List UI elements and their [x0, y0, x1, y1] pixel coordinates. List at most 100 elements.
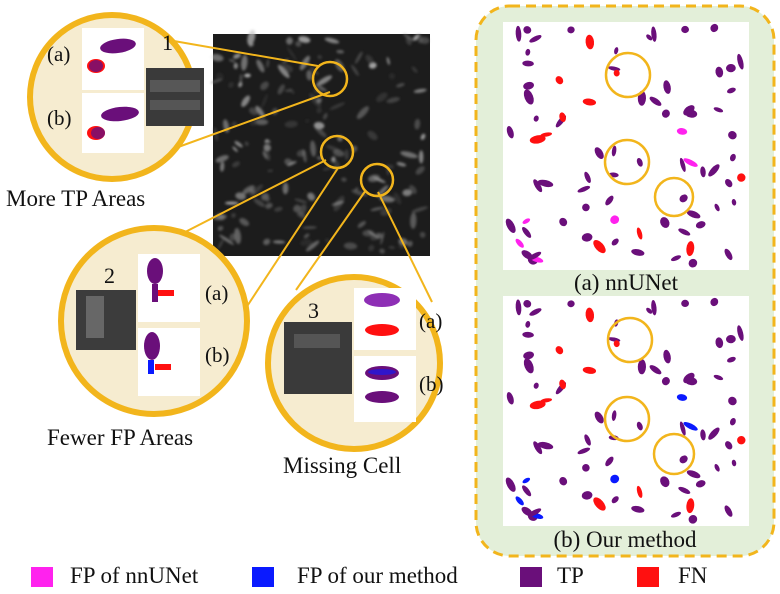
tissue-speck — [317, 55, 323, 60]
tp-cell — [726, 334, 736, 344]
tp-cell — [631, 248, 645, 256]
tp-cell — [567, 300, 575, 308]
ours-highlight-3 — [652, 432, 696, 476]
tissue-speck — [367, 174, 380, 182]
zoom2-label-a: (a) — [205, 281, 229, 305]
tissue-speck — [379, 248, 385, 254]
tp-cell — [708, 164, 720, 177]
tp-cell — [663, 349, 671, 364]
tissue-speck — [296, 149, 306, 157]
tp-cell — [714, 464, 720, 472]
fn-cell — [593, 240, 606, 254]
tp-cell — [678, 486, 691, 494]
fp-cell — [676, 128, 688, 135]
tp-cell — [679, 421, 686, 436]
tp-cell — [715, 66, 724, 78]
tp-cell — [713, 107, 724, 113]
legend-label-tp: TP — [557, 563, 584, 588]
tissue-speck — [316, 107, 322, 114]
tp-cell — [695, 221, 706, 229]
tissue-speck — [354, 51, 363, 64]
tissue-speck — [331, 200, 345, 206]
tissue-speck — [256, 59, 265, 73]
zoom1-cells — [87, 38, 139, 140]
tp-cell — [527, 251, 542, 261]
tp-cell — [523, 351, 535, 360]
fn-cell — [555, 346, 564, 355]
tissue-speck — [241, 95, 251, 107]
tissue-speck — [313, 121, 325, 130]
tp-cell — [527, 508, 542, 517]
tissue-speck — [249, 189, 256, 194]
fn-cell — [636, 485, 643, 498]
tp-cell — [522, 226, 532, 238]
tp-cell — [686, 210, 701, 219]
tissue-speck — [298, 204, 307, 216]
tp-cell — [728, 130, 737, 140]
tissue-speck — [234, 140, 243, 148]
tp-cell — [661, 109, 670, 118]
tp-cell — [614, 47, 619, 55]
tp-cell — [713, 374, 724, 381]
tp-cell — [679, 455, 688, 464]
tp-cell — [605, 456, 614, 467]
nnunet-cells — [505, 23, 746, 268]
tissue-speck — [396, 162, 407, 167]
tp-cell — [505, 477, 516, 492]
tp-cell — [515, 25, 522, 42]
tp-cell — [581, 491, 593, 500]
zoom1-label-b: (b) — [47, 106, 72, 130]
tissue-speck — [368, 244, 375, 252]
tp-cell — [670, 511, 682, 518]
zoom2-number: 2 — [104, 263, 115, 288]
tp-cell — [533, 179, 543, 193]
tissue-speck — [396, 83, 405, 88]
fn-cell — [686, 241, 695, 257]
tissue-speck — [298, 36, 311, 43]
tp-cell — [729, 153, 736, 162]
tp-cell — [636, 421, 643, 431]
tp-cell — [522, 331, 534, 338]
tissue-speck — [386, 97, 400, 104]
tissue-speck — [302, 226, 317, 229]
tissue-speck — [419, 231, 426, 238]
tissue-speck — [410, 212, 417, 229]
zoom2-cells — [144, 258, 174, 374]
tp-cell — [523, 89, 534, 105]
tissue-speck — [310, 140, 317, 157]
tissue-speck — [362, 229, 374, 237]
tp-cell — [567, 26, 575, 34]
legend-swatch-fp-ours — [252, 567, 274, 587]
fp-cell — [610, 474, 620, 484]
zoom3-label-a: (a) — [419, 309, 443, 333]
tissue-speck — [277, 64, 290, 79]
tissue-speck — [228, 59, 236, 63]
zoom1-label-a: (a) — [47, 42, 71, 66]
tp-cell — [594, 411, 604, 424]
tp-cell — [649, 96, 662, 106]
fn-cell — [559, 112, 566, 123]
fp-cell — [522, 477, 531, 484]
tp-cell — [726, 356, 736, 363]
tissue-speck — [307, 192, 316, 201]
tissue-speck — [249, 43, 254, 47]
tissue-speck — [306, 69, 313, 81]
tp-cell — [688, 514, 698, 524]
tissue-speck — [219, 234, 234, 245]
tp-cell — [523, 81, 535, 90]
nnunet-highlight-2 — [603, 138, 651, 186]
nnunet-highlight-3 — [653, 176, 695, 218]
tp-cell — [605, 195, 614, 206]
tissue-speck — [332, 149, 345, 157]
zoom1-number: 1 — [162, 30, 173, 55]
tp-cell — [683, 105, 695, 116]
tp-cell — [577, 447, 591, 455]
legend-swatch-tp — [520, 567, 542, 587]
tissue-speck — [272, 240, 286, 244]
tp-cell — [731, 199, 737, 206]
tp-cell — [714, 203, 720, 212]
tissue-speck — [336, 49, 345, 54]
legend-swatch-fn — [637, 567, 659, 587]
callout-fewer-fp: Fewer FP Areas — [47, 425, 194, 450]
